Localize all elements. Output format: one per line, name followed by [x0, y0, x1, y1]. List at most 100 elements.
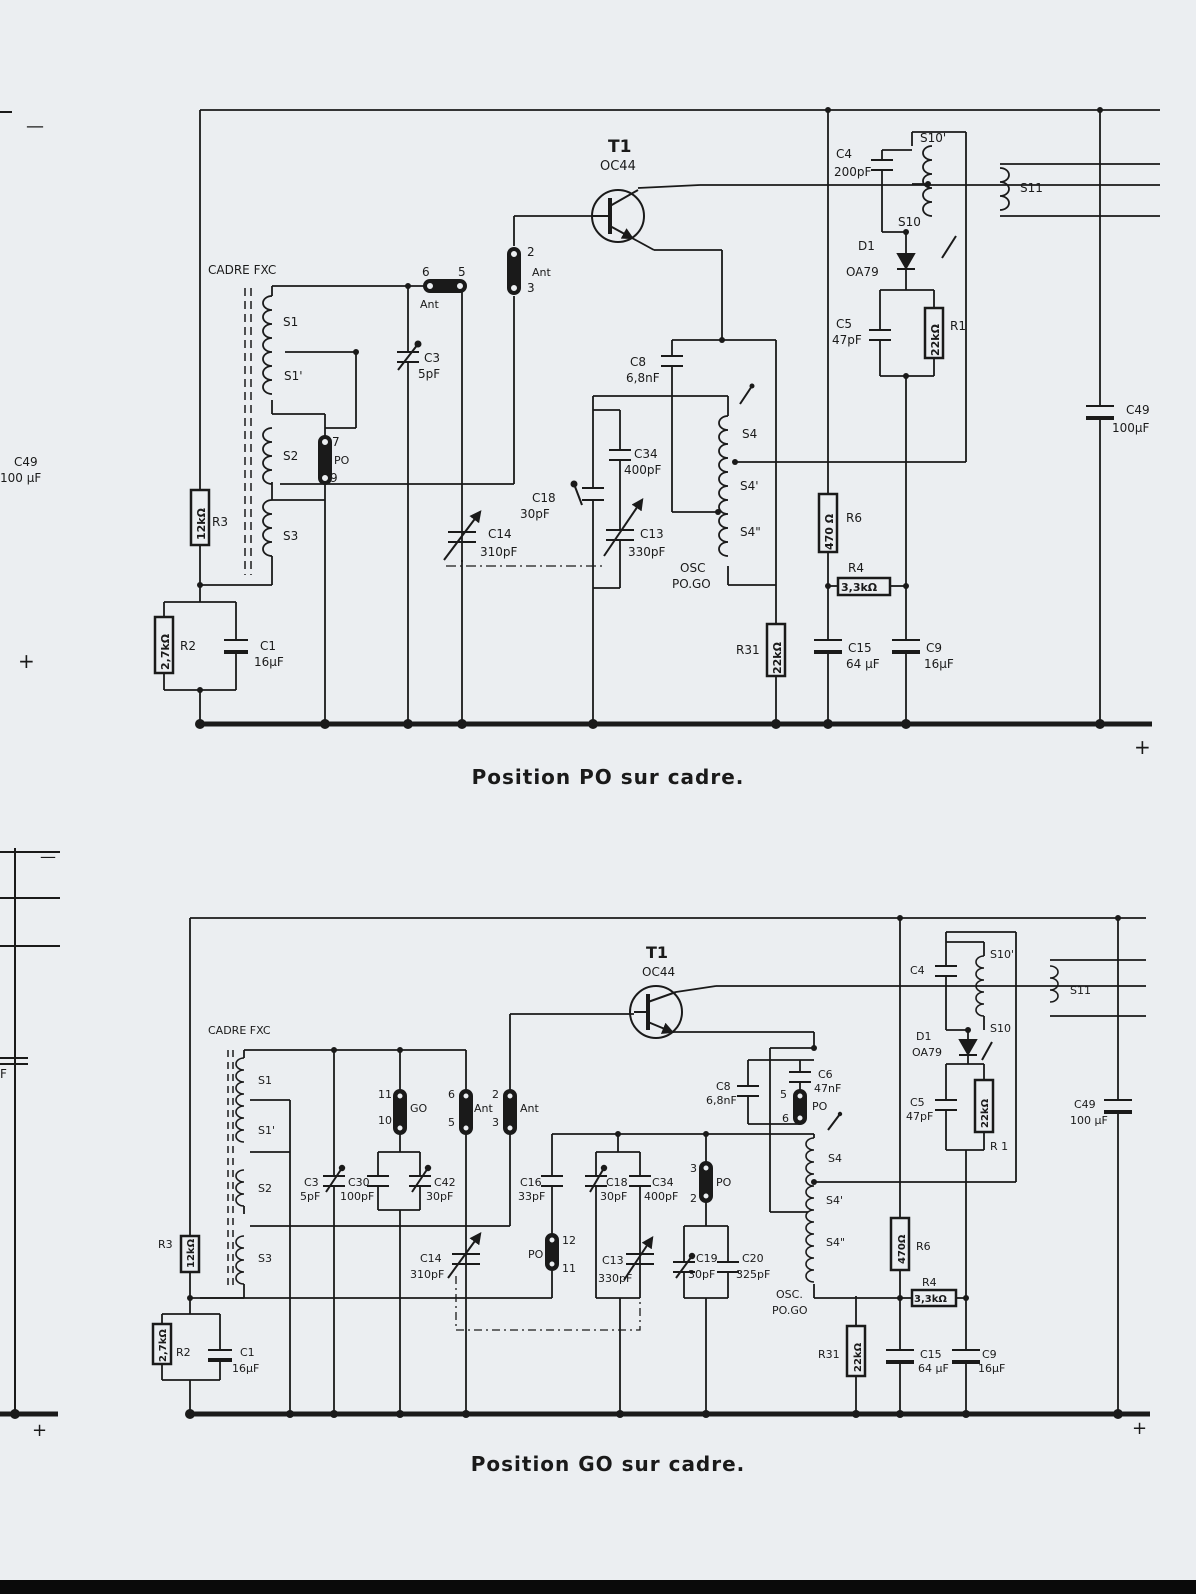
go-sw-po3-label: PO — [716, 1176, 732, 1189]
go-nodes — [185, 915, 1123, 1419]
po-switches — [318, 247, 521, 485]
go-s1p-label: S1' — [258, 1124, 275, 1137]
po-switch-ant-65 — [423, 279, 467, 293]
po-d1-label: D1 — [858, 239, 875, 253]
go-s10-label: S10 — [990, 1022, 1011, 1035]
po-s4-label: S4 — [742, 427, 757, 441]
go-switch-po-32 — [699, 1161, 713, 1203]
go-sw-po12-12: 12 — [562, 1234, 576, 1247]
go-s4-label: S4 — [828, 1152, 842, 1165]
go-sw-ant2-label: Ant — [520, 1102, 539, 1115]
go-c8-label: C8 — [716, 1080, 731, 1093]
go-c49-value: 100 µF — [1070, 1114, 1108, 1127]
go-sw-ant-label: Ant — [474, 1102, 493, 1115]
po-c3-value: 5pF — [418, 367, 440, 381]
go-sw-go-10: 10 — [378, 1114, 392, 1127]
go-osc-value: PO.GO — [772, 1304, 808, 1317]
left-c49-value: 100 µF — [0, 471, 41, 485]
go-c20-value: 325pF — [736, 1268, 770, 1281]
po-c4-label: C4 — [836, 147, 852, 161]
go-sw-go-11: 11 — [378, 1088, 392, 1101]
po-r4-value: 3,3kΩ — [841, 581, 878, 594]
go-d1-label: D1 — [916, 1030, 931, 1043]
go-d1-value: OA79 — [912, 1046, 942, 1059]
go-s2-coil — [235, 1169, 245, 1207]
po-s4-trim-dot — [749, 383, 755, 389]
diagram-go: T1 OC44 CADRE FXC S1 S1' S2 S3 11 GO 10 … — [151, 915, 1150, 1439]
go-r3-body — [179, 1234, 201, 1274]
go-c8-value: 6,8nF — [706, 1094, 737, 1107]
po-capacitors — [224, 159, 1114, 654]
go-sw-po5-5: 5 — [780, 1088, 787, 1101]
po-c3-label: C3 — [424, 351, 440, 365]
po-r2-value: 2,7kΩ — [159, 633, 172, 670]
po-r4-body — [836, 576, 892, 597]
go-sw-ant-6: 6 — [448, 1088, 455, 1101]
po-s1-label: S1 — [283, 315, 298, 329]
po-c8-value: 6,8nF — [626, 371, 660, 385]
go-s10-coil — [975, 955, 985, 1017]
go-r1-label: R 1 — [990, 1140, 1008, 1153]
go-c4-label: C4 — [910, 964, 925, 977]
go-r1-value: 22kΩ — [980, 1098, 991, 1128]
go-c3-value: 5pF — [300, 1190, 320, 1203]
po-sw-po-7: 7 — [332, 435, 340, 449]
po-s3-coil — [262, 499, 273, 557]
go-s4-trim-dot — [837, 1111, 843, 1117]
po-c18-value: 30pF — [520, 507, 550, 521]
po-sw-ant-label: Ant — [420, 298, 439, 311]
po-resistors — [153, 306, 945, 678]
po-r31-label: R31 — [736, 643, 760, 657]
go-r6-value: 470Ω — [897, 1234, 908, 1264]
po-s1-coil — [262, 295, 273, 395]
go-c42-label: C42 — [434, 1176, 456, 1189]
go-c18-label: C18 — [606, 1176, 628, 1189]
po-c18-label: C18 — [532, 491, 556, 505]
po-sw-ant-5: 5 — [458, 265, 466, 279]
go-s4p-label: S4' — [826, 1194, 843, 1207]
po-r2-body — [153, 615, 175, 675]
go-r2-value: 2,7kΩ — [158, 1329, 169, 1362]
go-coils — [235, 955, 1059, 1285]
go-r2-label: R2 — [176, 1346, 191, 1359]
left-minus-top: — — [26, 116, 44, 137]
go-sw-po3-2: 2 — [690, 1192, 697, 1205]
go-ferrite-bar — [227, 1050, 234, 1286]
go-c5-label: C5 — [910, 1096, 925, 1109]
po-c8-label: C8 — [630, 355, 646, 369]
po-s2-coil — [262, 427, 273, 485]
po-s11-label: S11 — [1020, 181, 1043, 195]
go-c16-label: C16 — [520, 1176, 542, 1189]
go-c13-value: 330pF — [598, 1272, 632, 1285]
go-t1-type: OC44 — [642, 965, 675, 979]
po-c15-label: C15 — [848, 641, 872, 655]
go-r3-value: 12kΩ — [186, 1238, 197, 1268]
go-c16-value: 33pF — [518, 1190, 545, 1203]
go-sw-go-label: GO — [410, 1102, 428, 1115]
go-r6-body — [889, 1216, 911, 1272]
go-c5-value: 47pF — [906, 1110, 933, 1123]
go-s3-coil — [235, 1235, 245, 1285]
go-r4-label: R4 — [922, 1276, 937, 1289]
po-t1-transistor — [591, 189, 645, 243]
po-sw-po-9: 9 — [330, 471, 338, 485]
go-cadre-label: CADRE FXC — [208, 1024, 271, 1037]
go-c6-label: C6 — [818, 1068, 833, 1081]
go-c18-value: 30pF — [600, 1190, 627, 1203]
go-labels: T1 OC44 CADRE FXC S1 S1' S2 S3 11 GO 10 … — [158, 943, 1147, 1439]
po-sw-po-label: PO — [334, 454, 350, 467]
go-c34-label: C34 — [652, 1176, 674, 1189]
po-c13-value: 330pF — [628, 545, 666, 559]
go-s2-label: S2 — [258, 1182, 272, 1195]
go-r1-body — [973, 1078, 995, 1134]
go-d1-diode — [958, 1039, 993, 1061]
go-switch-ant-23 — [503, 1089, 517, 1135]
go-c13-label: C13 — [602, 1254, 624, 1267]
go-c15-label: C15 — [920, 1348, 942, 1361]
go-switch-ant-65 — [459, 1089, 473, 1135]
go-c1-value: 16µF — [232, 1362, 259, 1375]
go-c30-value: 100pF — [340, 1190, 374, 1203]
po-s10p-label: S10' — [920, 131, 946, 145]
go-sw-po5-6: 6 — [782, 1112, 789, 1125]
po-wires — [163, 109, 1160, 727]
